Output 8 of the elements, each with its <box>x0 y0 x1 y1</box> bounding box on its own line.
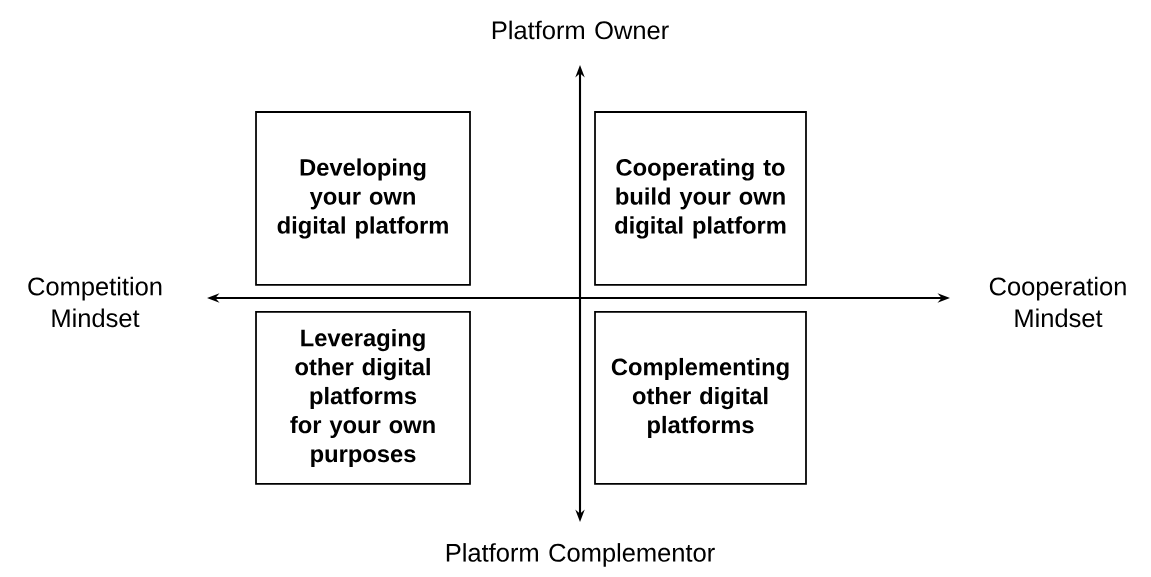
quadrant-box: Developing your own digital platform <box>255 111 471 286</box>
axis-label: Cooperation Mindset <box>989 276 1126 328</box>
quadrant-box: Cooperating to build your own digital platform <box>594 111 807 286</box>
axis-label: Competition Mindset <box>28 276 162 328</box>
quadrant-box: Complementing other digital platforms <box>594 311 807 485</box>
quadrant-box: Leveraging other digital platforms for your own purposes <box>255 311 471 485</box>
axis-label: Platform Owner <box>492 20 669 40</box>
axis-label: Platform Complementor <box>446 543 715 567</box>
